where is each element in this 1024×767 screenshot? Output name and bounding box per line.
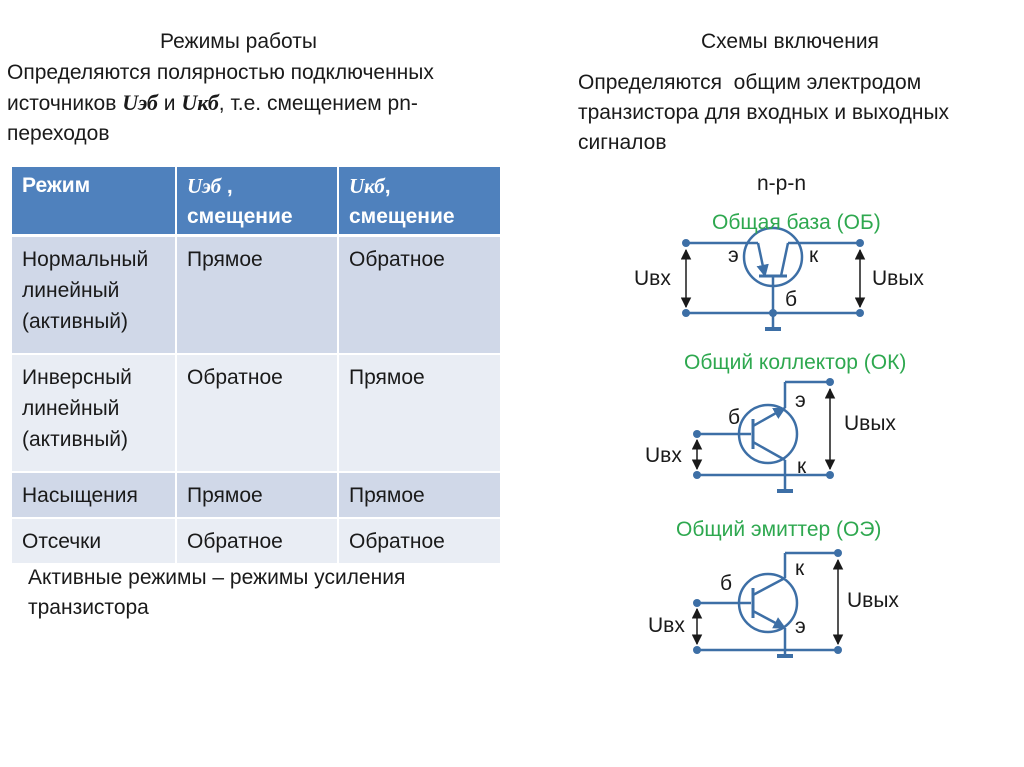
ok-uout-label: Uвых xyxy=(844,412,896,435)
active-modes-note: Активные режимы – режимы усиления транзи… xyxy=(28,563,405,623)
modes-heading: Режимы работы xyxy=(160,30,317,53)
ob-title: Общая база (ОБ) xyxy=(712,211,881,234)
modes-intro: Определяются полярностью подключенных ис… xyxy=(7,58,507,149)
table-row: Нормальный линейный (активный) Прямое Об… xyxy=(12,235,500,355)
note-line: Активные режимы – режимы усиления xyxy=(28,566,406,589)
cell-mode: Насыщения xyxy=(12,472,177,519)
cell-mode: Отсечки xyxy=(12,518,177,565)
ok-collector-label: к xyxy=(797,455,807,478)
cell-ukb: Обратное xyxy=(338,235,500,355)
ueb-symbol: Uэб xyxy=(187,174,222,198)
modes-table: Режим Uэб , смещение Uкб, смещение Нормаль… xyxy=(12,167,500,565)
ob-collector-label: к xyxy=(809,244,819,267)
modes-intro-line: Определяются полярностью подключенных xyxy=(7,61,434,84)
cell-mode: Нормальный линейный (активный) xyxy=(12,235,177,355)
ob-uout-label: Uвых xyxy=(872,267,924,290)
text-fragment: , т.е. смещением pn- xyxy=(218,92,418,115)
schemes-intro-line: транзистора для входных и выходных xyxy=(578,101,950,124)
oe-base-label: б xyxy=(720,572,733,595)
common-collector-circuit xyxy=(697,380,830,493)
ukb-symbol: Uкб xyxy=(349,174,385,198)
common-emitter-circuit xyxy=(697,551,838,658)
common-emitter-nodes xyxy=(693,549,842,654)
oe-emitter-label: э xyxy=(795,615,806,638)
ok-base-label: б xyxy=(728,406,741,429)
header-label: , xyxy=(384,175,391,198)
common-base-nodes xyxy=(682,239,864,317)
header-label: , xyxy=(221,175,233,198)
header-label: Режим xyxy=(22,174,91,197)
schemes-heading: Схемы включения xyxy=(701,30,879,53)
table-row: Отсечки Обратное Обратное xyxy=(12,518,500,565)
ok-emitter-label: э xyxy=(795,389,806,412)
oe-title: Общий эмиттер (ОЭ) xyxy=(676,518,882,541)
cell-ueb: Прямое xyxy=(176,472,339,519)
ukb-symbol: Uкб xyxy=(181,90,219,115)
cell-ueb: Прямое xyxy=(176,235,339,355)
header-label: смещение xyxy=(187,205,293,228)
oe-collector-label: к xyxy=(795,557,805,580)
note-line: транзистора xyxy=(28,596,149,619)
header-ukb: Uкб, смещение xyxy=(338,167,500,237)
text-fragment: источников xyxy=(7,92,123,115)
oe-uin-label: Uвх xyxy=(648,614,685,637)
cell-ukb: Обратное xyxy=(338,518,500,565)
table-row: Инверсный линейный (активный) Обратное П… xyxy=(12,354,500,473)
ok-title: Общий коллектор (ОК) xyxy=(684,351,907,374)
ueb-symbol: Uэб xyxy=(122,90,158,115)
ob-base-label: б xyxy=(785,288,798,311)
ob-uin-label: Uвх xyxy=(634,267,671,290)
oe-uout-label: Uвых xyxy=(847,589,899,612)
ok-uin-label: Uвх xyxy=(645,444,682,467)
cell-ueb: Обратное xyxy=(176,354,339,473)
common-collector-nodes xyxy=(693,378,834,479)
cell-mode: Инверсный линейный (активный) xyxy=(12,354,177,473)
modes-intro-line: источников Uэб и Uкб, т.е. смещением pn- xyxy=(7,88,507,119)
cell-ukb: Прямое xyxy=(338,354,500,473)
header-mode: Режим xyxy=(12,167,177,237)
header-ueb: Uэб , смещение xyxy=(176,167,339,237)
table-row: Насыщения Прямое Прямое xyxy=(12,472,500,519)
cell-ueb: Обратное xyxy=(176,518,339,565)
text-fragment: и xyxy=(157,92,182,115)
schemes-intro: Определяются общим электродом транзистор… xyxy=(578,68,1018,158)
schemes-intro-line: сигналов xyxy=(578,131,667,154)
schemes-intro-line: Определяются общим электродом xyxy=(578,71,922,94)
npn-label: n-p-n xyxy=(757,172,807,195)
ob-emitter-label: э xyxy=(728,244,739,267)
header-label: смещение xyxy=(349,205,455,228)
cell-ukb: Прямое xyxy=(338,472,500,519)
modes-intro-line: переходов xyxy=(7,122,110,145)
table-header-row: Режим Uэб , смещение Uкб, смещение xyxy=(12,167,500,237)
